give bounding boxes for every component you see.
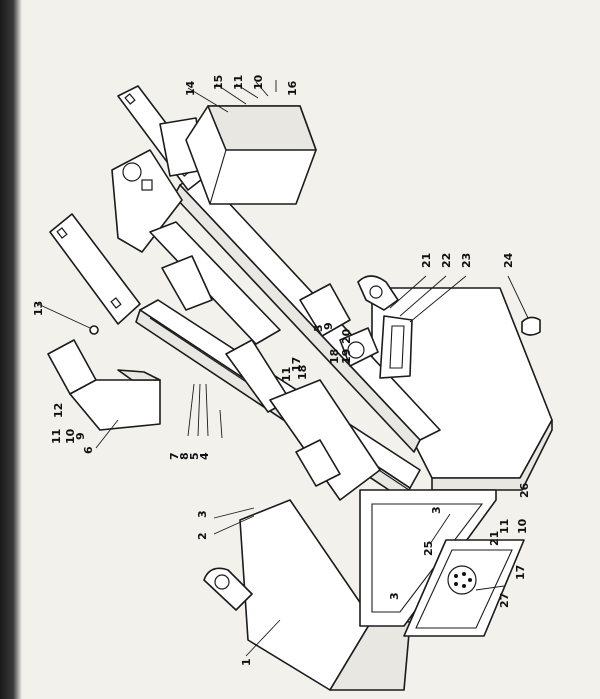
callout-10: 10 [64,428,77,444]
callout-13: 13 [32,301,45,316]
callout-23: 23 [460,253,473,268]
callout-1: 1 [240,658,253,666]
callout-3: 3 [312,324,325,332]
callout-24: 24 [502,252,515,268]
callout-2: 2 [196,532,209,540]
callout-27: 27 [498,593,511,608]
scan-edge-shadow [0,0,22,699]
callout-20: 20 [340,328,353,344]
part-box-1 [203,499,411,691]
part-motor-assembly [339,315,413,379]
callout-3: 3 [388,592,401,600]
callout-6: 6 [82,446,95,454]
callout-5: 5 [188,452,201,460]
callout-25: 25 [422,541,435,556]
callout-16: 16 [286,80,299,96]
callout-19: 19 [340,349,353,364]
callout-9: 9 [74,432,87,440]
part-fastener-13 [89,325,99,335]
callout-26: 26 [518,482,531,498]
callout-labels: 1 2 3 3 3 3 4 5 6 7 8 9 9 10 10 10 11 11… [32,74,531,666]
part-hopper-6 [47,339,161,431]
part-left-bracket [49,213,141,325]
callout-17: 17 [290,357,303,372]
callout-4: 4 [198,452,211,460]
callout-11: 11 [232,75,245,90]
callout-11: 11 [498,519,511,534]
part-grille-27 [403,539,525,637]
callout-10: 10 [516,518,529,534]
callout-12: 12 [52,403,65,418]
callout-14: 14 [184,80,197,96]
callout-8: 8 [178,452,191,460]
callout-11: 11 [50,429,63,444]
callout-3: 3 [430,506,443,514]
callout-21: 21 [488,531,501,546]
callout-21: 21 [420,253,433,268]
callout-3: 3 [196,510,209,518]
callout-22: 22 [440,253,453,268]
leader-lines [37,80,529,657]
part-inner-plates [149,221,381,501]
callout-18: 18 [328,349,341,364]
callout-17: 17 [514,565,527,580]
callout-11: 11 [280,367,293,382]
callout-18: 18 [296,365,309,380]
part-top-bracket [111,85,207,253]
callout-15: 15 [212,75,225,90]
part-box-14 [185,105,317,205]
part-fastener-24 [521,316,541,336]
callout-10: 10 [252,74,265,90]
callout-7: 7 [168,452,181,460]
callout-9: 9 [322,322,335,330]
